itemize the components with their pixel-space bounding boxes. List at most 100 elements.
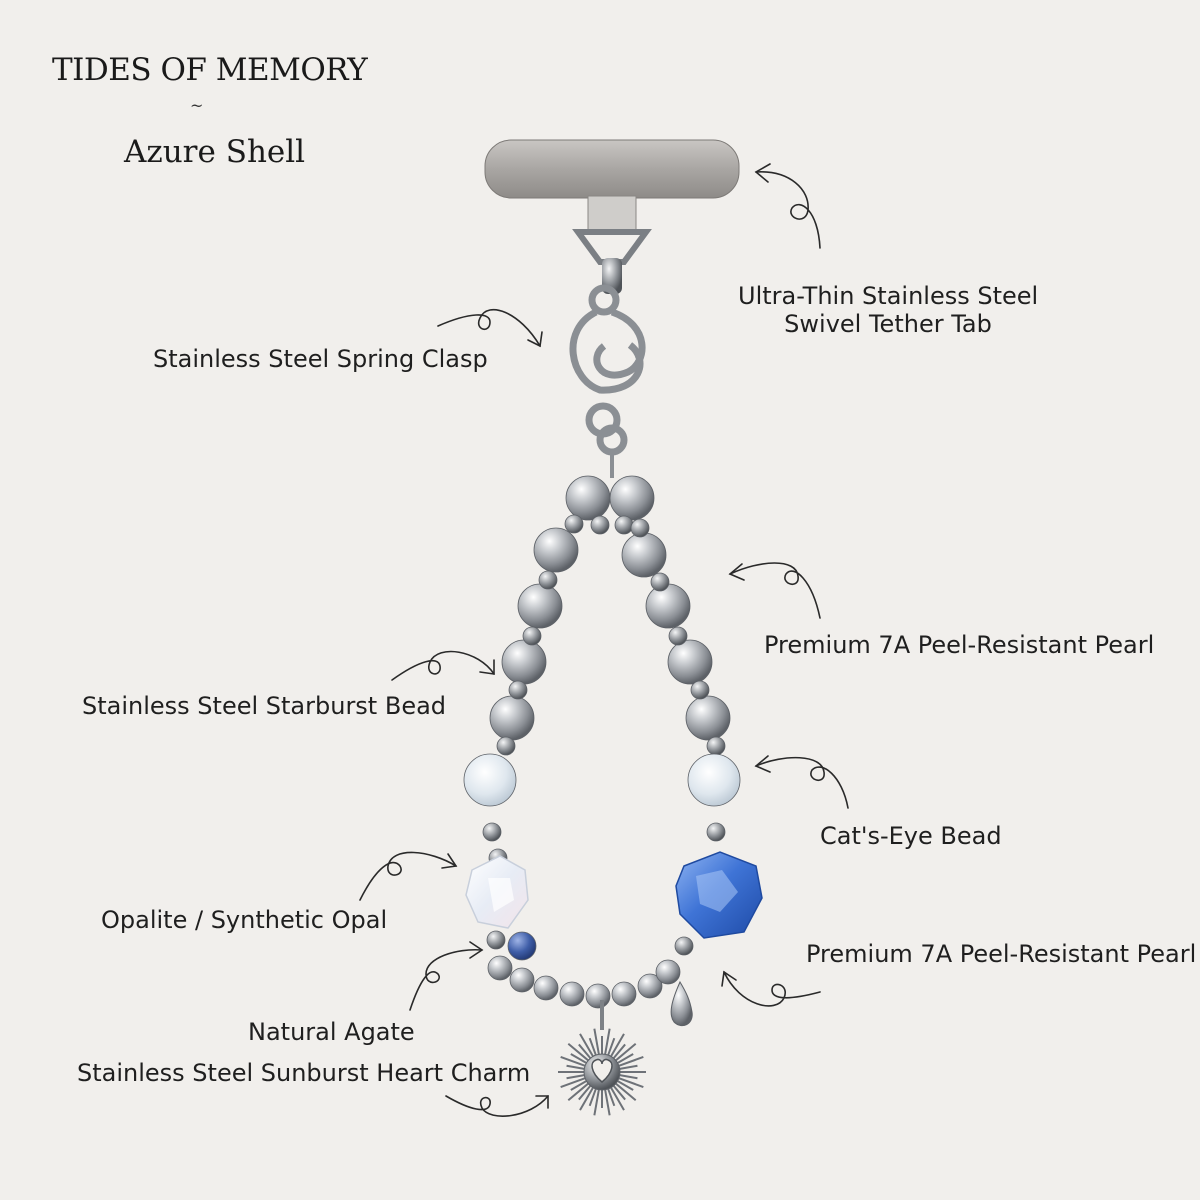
collection-title: TIDES OF MEMORY — [52, 52, 368, 88]
sunburst-ray — [570, 1053, 587, 1064]
pearl-upper-label: Premium 7A Peel-Resistant Pearl — [764, 631, 1155, 659]
title-separator: ~ — [190, 96, 204, 115]
steel-pearl — [517, 583, 563, 629]
heart-charm-label: Stainless Steel Sunburst Heart Charm — [77, 1059, 531, 1087]
sunburst-ray — [560, 1077, 586, 1088]
cats-eye-label: Cat's-Eye Bead — [820, 822, 1002, 850]
sunburst-ray — [567, 1042, 589, 1062]
tether-tab — [484, 139, 740, 294]
steel-pearl — [501, 639, 547, 685]
sunburst-ray — [617, 1080, 634, 1091]
steel-pearl — [621, 532, 667, 578]
drop-charm — [670, 980, 693, 1027]
steel-spacer — [637, 973, 663, 999]
sunburst-ray — [604, 1089, 611, 1116]
agate-bead — [507, 931, 537, 961]
blue-crystal-bead — [675, 851, 763, 939]
sunburst-ray — [566, 1074, 585, 1080]
steel-spacer — [522, 626, 542, 646]
pearl-lower-label: Premium 7A Peel-Resistant Pearl — [806, 940, 1197, 968]
curly-arrow-icon — [437, 308, 543, 348]
curly-arrow-icon — [754, 163, 821, 249]
product-subtitle: Azure Shell — [124, 134, 306, 170]
steel-spacer — [496, 736, 516, 756]
tether-tab-label-line1: Ultra-Thin Stainless Steel — [738, 282, 1039, 310]
spring-clasp-label: Stainless Steel Spring Clasp — [153, 345, 488, 373]
sunburst-ray — [604, 1028, 611, 1055]
sunburst-ray — [567, 1082, 589, 1102]
steel-spacer — [482, 822, 502, 842]
bead-strand — [463, 475, 741, 1009]
steel-spacer — [564, 514, 584, 534]
sunburst-heart-charm — [558, 1000, 646, 1116]
opalite-bead — [465, 855, 529, 929]
sunburst-ray — [588, 1037, 597, 1056]
sunburst-ray — [593, 1028, 600, 1055]
steel-pearl — [645, 583, 691, 629]
sunburst-ray — [578, 1043, 592, 1059]
sunburst-ray — [566, 1064, 585, 1070]
sunburst-ray — [615, 1042, 637, 1062]
sunburst-ray — [612, 1085, 626, 1101]
steel-spacer — [668, 626, 688, 646]
steel-spacer — [706, 822, 726, 842]
tether-tab-label-line2: Swivel Tether Tab — [784, 310, 992, 338]
steel-spacer — [533, 975, 559, 1001]
steel-pearl — [609, 475, 655, 521]
sunburst-ray — [618, 1056, 644, 1067]
steel-spacer — [650, 572, 670, 592]
sunburst-ray — [617, 1053, 634, 1064]
steel-pearl — [533, 527, 579, 573]
curly-arrow-icon — [445, 1095, 549, 1117]
steel-spacer — [706, 736, 726, 756]
sunburst-ray — [615, 1082, 637, 1102]
sunburst-ray — [570, 1080, 587, 1091]
steel-spacer — [655, 959, 681, 985]
sunburst-ray — [619, 1064, 638, 1070]
sunburst-ray — [612, 1043, 626, 1059]
sunburst-ray — [607, 1088, 616, 1107]
steel-pearl — [667, 639, 713, 685]
sunburst-ray — [618, 1077, 644, 1088]
curly-arrow-icon — [391, 650, 495, 681]
sunburst-ray — [579, 1087, 594, 1111]
steel-pearl — [489, 695, 535, 741]
steel-spacer — [690, 680, 710, 700]
agate-label: Natural Agate — [248, 1018, 415, 1046]
sunburst-ray — [578, 1085, 592, 1101]
heart-icon — [591, 1058, 613, 1083]
sunburst-ray — [619, 1074, 638, 1080]
curly-arrow-icon — [754, 755, 849, 809]
steel-spacer — [585, 983, 611, 1009]
steel-pearl — [565, 475, 611, 521]
steel-pearl — [685, 695, 731, 741]
spring-clasp — [569, 284, 646, 456]
curly-arrow-icon — [409, 941, 484, 1011]
steel-spacer — [590, 515, 610, 535]
sunburst-ray — [579, 1033, 594, 1057]
steel-spacer — [487, 955, 513, 981]
curly-arrow-icon — [721, 970, 821, 1007]
curly-arrow-icon — [728, 562, 821, 619]
sunburst-ray — [610, 1033, 625, 1057]
cats-eye-bead — [463, 753, 517, 807]
opalite-label: Opalite / Synthetic Opal — [101, 906, 388, 934]
steel-spacer — [614, 515, 634, 535]
steel-spacer — [674, 936, 694, 956]
sunburst-ray — [560, 1056, 586, 1067]
tether-tab-label: Ultra-Thin Stainless Steel Swivel Tether… — [738, 282, 1038, 338]
sunburst-ray — [588, 1088, 597, 1107]
steel-spacer — [630, 518, 650, 538]
steel-spacer — [486, 930, 506, 950]
steel-spacer — [538, 570, 558, 590]
sunburst-ray — [607, 1037, 616, 1056]
sunburst-ray — [593, 1089, 600, 1116]
cats-eye-bead — [687, 753, 741, 807]
steel-spacer — [611, 981, 637, 1007]
steel-spacer — [559, 981, 585, 1007]
sunburst-ray — [610, 1087, 625, 1111]
steel-spacer — [509, 967, 535, 993]
starburst-bead-label: Stainless Steel Starburst Bead — [82, 692, 447, 720]
curly-arrow-icon — [359, 851, 458, 901]
